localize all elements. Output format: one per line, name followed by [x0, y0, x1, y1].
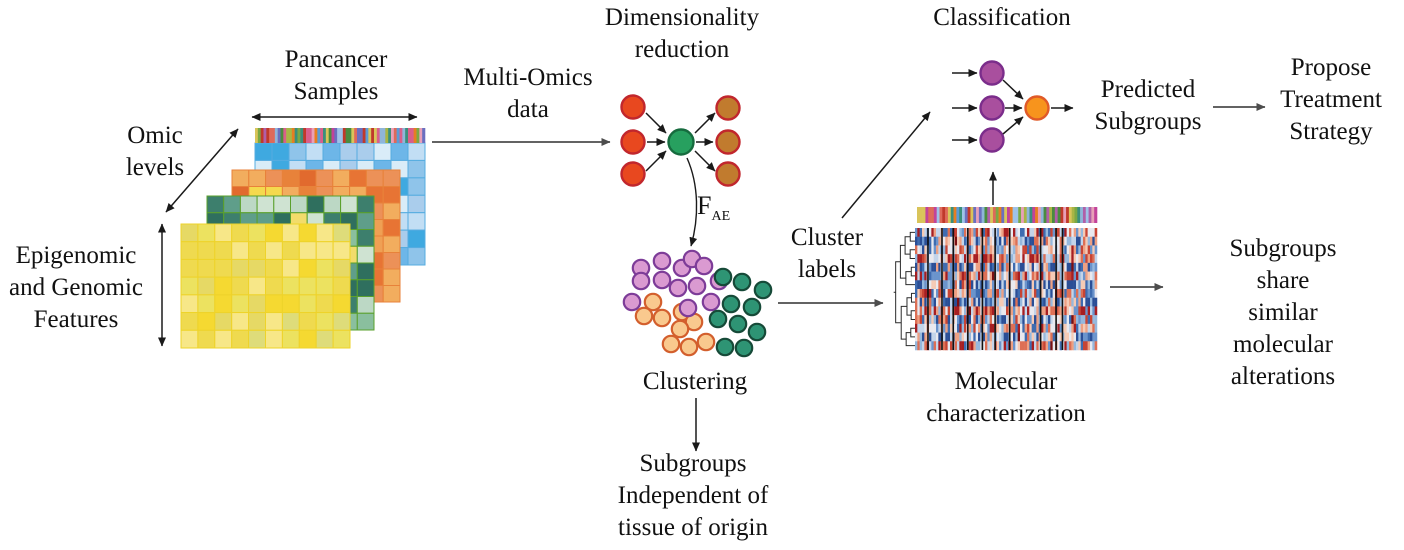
- label-subgroups-independent: Subgroups Independent of tissue of origi…: [617, 450, 769, 541]
- cluster-to-classification-arrow: [841, 111, 931, 219]
- label-multi-omics: Multi-Omics data: [463, 64, 593, 123]
- omics-matrix-yellow: [180, 223, 351, 349]
- label-cluster-labels: Cluster labels: [790, 224, 864, 283]
- label-clustering: Clustering: [642, 368, 748, 395]
- molecular-heatmap: [915, 228, 1098, 351]
- omic-levels-extent-arrow: [165, 128, 239, 213]
- label-subgroups-share: Subgroups share similar molecular altera…: [1229, 235, 1337, 390]
- label-predicted-subgroups: Predicted Subgroups: [1094, 76, 1202, 135]
- fae-curve-arrow: [686, 157, 698, 247]
- f-ae-subscript: AE: [711, 209, 731, 225]
- classifier-arrows: [952, 69, 1074, 144]
- label-molecular-characterization: Molecular characterization: [926, 368, 1086, 427]
- classifier-nodes: [979, 60, 1050, 153]
- arrows: [158, 69, 1266, 452]
- label-dimensionality-reduction: Dimensionality reduction: [604, 4, 760, 63]
- dendrogram: [893, 231, 915, 347]
- f-ae-base: F: [697, 191, 712, 220]
- label-propose-treatment: Propose Treatment Strategy: [1280, 54, 1382, 145]
- label-classification: Classification: [933, 4, 1071, 31]
- label-epigenomic-features: Epigenomic and Genomic Features: [9, 242, 143, 333]
- autoencoder-nodes: [620, 94, 741, 187]
- pancancer-sample-strip: [255, 128, 426, 143]
- label-f-ae: FAE: [697, 189, 730, 226]
- label-pancancer-samples: Pancancer Samples: [284, 46, 388, 105]
- heatmap-sample-strip: [917, 207, 1098, 223]
- label-omic-levels: Omic levels: [125, 122, 185, 181]
- autoencoder-arrows: [645, 112, 716, 172]
- clustering-scatter: [622, 249, 773, 358]
